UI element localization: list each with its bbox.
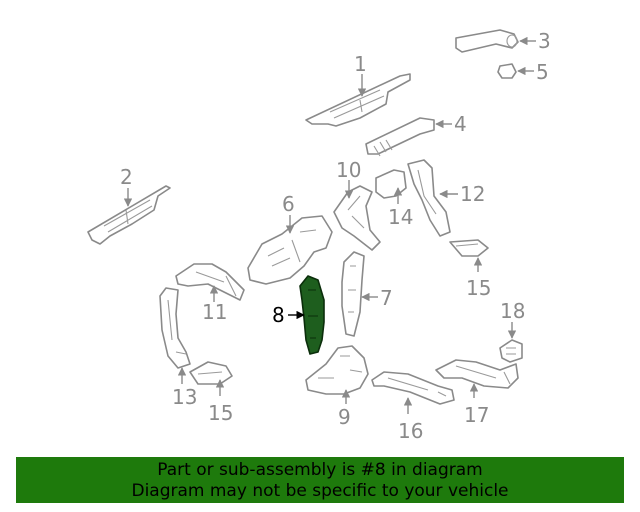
banner-line-1: Part or sub-assembly is #8 in diagram [157,460,483,480]
callout-9: 9 [338,389,351,429]
part-15-clip-upper [449,239,489,257]
part-18-clip [499,339,523,363]
svg-text:8: 8 [272,303,285,327]
part-7-duct [341,251,365,337]
callout-17: 17 [464,383,489,427]
svg-text:3: 3 [538,29,551,53]
part-4-duct [365,117,435,157]
callout-13: 13 [172,367,197,409]
callout-12: 12 [439,182,485,206]
callout-18: 18 [500,299,525,339]
part-2-duct [87,185,171,245]
svg-text:10: 10 [336,158,361,182]
part-12-duct [407,159,451,237]
svg-text:6: 6 [282,192,295,216]
callout-15-lower: 15 [208,379,233,425]
callout-label: 1 [354,52,367,76]
callout-3: 3 [519,29,551,53]
callout-1: 1 [354,52,367,97]
part-5-nozzle [497,63,517,79]
part-15-clip-lower [189,361,233,385]
part-11-duct [175,263,245,301]
part-16-duct [371,371,455,405]
part-13-duct [159,287,191,369]
callout-8: 8 [272,303,305,327]
svg-text:16: 16 [398,419,423,443]
svg-text:18: 18 [500,299,525,323]
callout-14: 14 [388,187,413,229]
svg-text:11: 11 [202,300,227,324]
svg-text:14: 14 [388,205,413,229]
svg-text:4: 4 [454,112,467,136]
callout-10: 10 [336,158,361,199]
callout-6: 6 [282,192,295,234]
part-1-duct [305,73,411,127]
callout-11: 11 [202,285,227,324]
svg-text:13: 13 [172,385,197,409]
svg-text:17: 17 [464,403,489,427]
banner-line-2: Diagram may not be specific to your vehi… [131,481,509,501]
callout-4: 4 [435,112,467,136]
part-9-duct [305,345,369,395]
info-banner: Part or sub-assembly is #8 in diagram Di… [16,457,624,503]
svg-text:7: 7 [380,286,393,310]
callout-2: 2 [120,165,133,207]
callout-7: 7 [361,286,393,310]
svg-text:12: 12 [460,182,485,206]
svg-text:15: 15 [466,276,491,300]
parts-diagram: 1 2 3 5 4 10 [87,29,551,443]
callout-15-upper: 15 [466,257,491,300]
callout-16: 16 [398,397,423,443]
part-6-duct [247,215,333,285]
svg-text:9: 9 [338,405,351,429]
svg-text:15: 15 [208,401,233,425]
part-3-vent [455,29,519,53]
part-14-duct [375,169,407,199]
svg-text:2: 2 [120,165,133,189]
part-10-duct [333,185,381,251]
part-17-duct [435,359,519,389]
callout-5: 5 [517,60,549,84]
svg-text:5: 5 [536,60,549,84]
